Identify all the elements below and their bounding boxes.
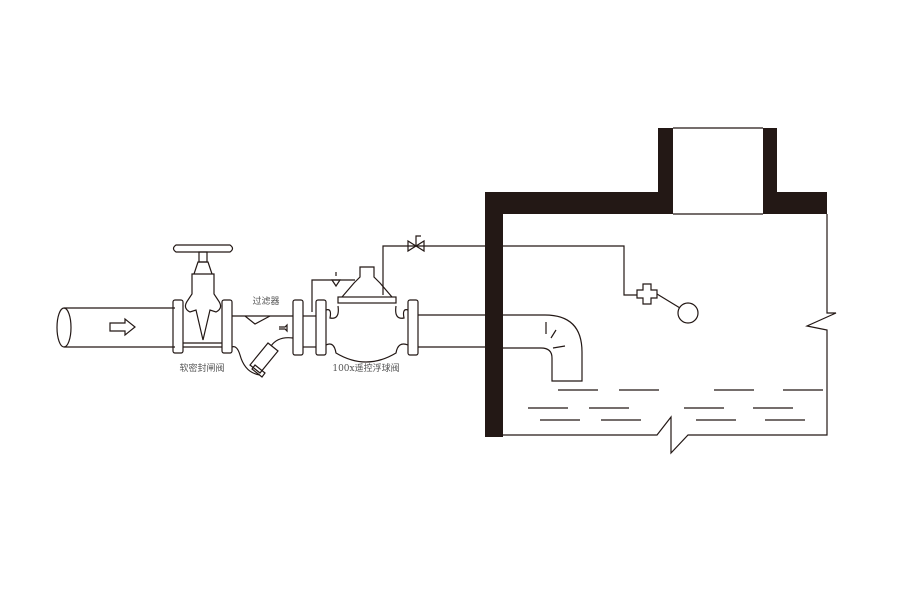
gate-valve-label: 软密封闸阀 xyxy=(179,362,224,374)
inlet-pipe xyxy=(56,307,175,348)
remote-float-valve xyxy=(311,235,487,363)
strainer-label: 过滤器 xyxy=(252,295,279,307)
tank xyxy=(485,127,837,455)
strainer xyxy=(231,299,316,378)
float-assembly xyxy=(503,245,699,324)
gate-valve xyxy=(172,244,234,354)
outlet-elbow xyxy=(503,314,583,382)
float-valve-label: 100x遥控浮球阀 xyxy=(332,362,399,374)
water-surface xyxy=(528,389,823,421)
flow-arrow-icon xyxy=(109,317,136,337)
